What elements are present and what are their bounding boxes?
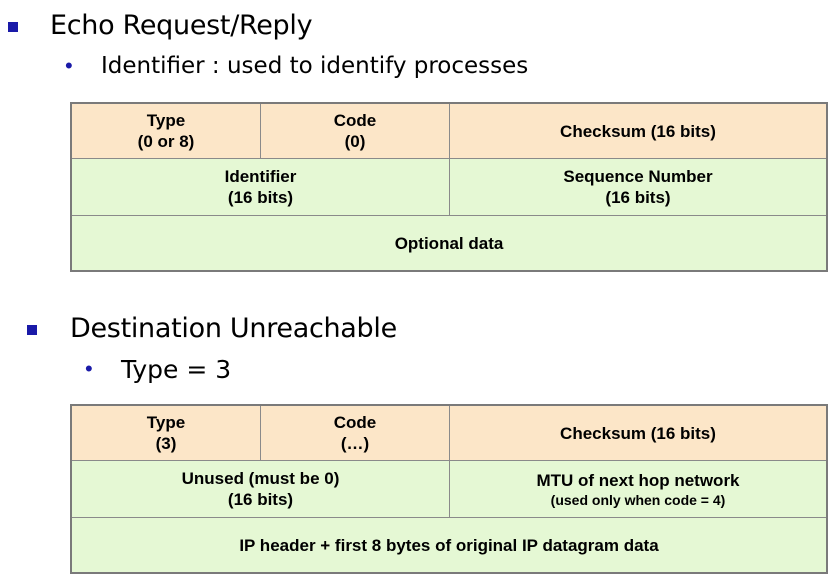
unreachable-ip-header-cell: IP header + first 8 bytes of original IP…	[71, 517, 827, 573]
echo-sequence-cell: Sequence Number (16 bits)	[449, 158, 827, 216]
unreachable-mtu-cell: MTU of next hop network (used only when …	[449, 460, 827, 518]
checksum-label: Checksum (16 bits)	[560, 121, 716, 141]
mtu-label: MTU of next hop network	[536, 470, 740, 490]
identifier-size: (16 bits)	[227, 188, 294, 207]
ip-header-label: IP header + first 8 bytes of original IP…	[239, 535, 659, 555]
unreachable-heading: Destination Unreachable	[70, 313, 397, 344]
optional-data-label: Optional data	[394, 233, 504, 253]
unreachable-type-note: Type = 3	[121, 355, 232, 384]
checksum-label: Checksum (16 bits)	[560, 423, 716, 443]
type-value: (0 or 8)	[137, 132, 195, 151]
identifier-label: Identifier	[224, 167, 297, 186]
mtu-note: (used only when code = 4)	[550, 491, 726, 508]
type-label: Type	[146, 413, 186, 432]
sub-bullet-icon: •	[85, 356, 93, 381]
code-label: Code	[333, 111, 377, 130]
sub-bullet-icon: •	[65, 53, 73, 78]
echo-checksum-cell: Checksum (16 bits)	[449, 103, 827, 159]
section-bullet-icon	[8, 22, 18, 32]
echo-identifier-note: Identifier : used to identify processes	[101, 53, 529, 79]
code-value: (…)	[340, 434, 370, 453]
echo-identifier-cell: Identifier (16 bits)	[71, 158, 450, 216]
type-label: Type	[146, 111, 186, 130]
unreachable-unused-cell: Unused (must be 0) (16 bits)	[71, 460, 450, 518]
code-label: Code	[333, 413, 377, 432]
echo-type-cell: Type (0 or 8)	[71, 103, 261, 159]
section-bullet-icon	[27, 325, 37, 335]
echo-code-cell: Code (0)	[260, 103, 450, 159]
echo-heading: Echo Request/Reply	[50, 10, 313, 41]
sequence-label: Sequence Number	[563, 167, 713, 186]
unused-size: (16 bits)	[227, 490, 294, 509]
type-value: (3)	[155, 434, 177, 453]
echo-optional-data-cell: Optional data	[71, 215, 827, 271]
unreachable-type-cell: Type (3)	[71, 405, 261, 461]
unreachable-checksum-cell: Checksum (16 bits)	[449, 405, 827, 461]
code-value: (0)	[344, 132, 366, 151]
unused-label: Unused (must be 0)	[181, 469, 340, 488]
unreachable-code-cell: Code (…)	[260, 405, 450, 461]
sequence-size: (16 bits)	[605, 188, 671, 207]
